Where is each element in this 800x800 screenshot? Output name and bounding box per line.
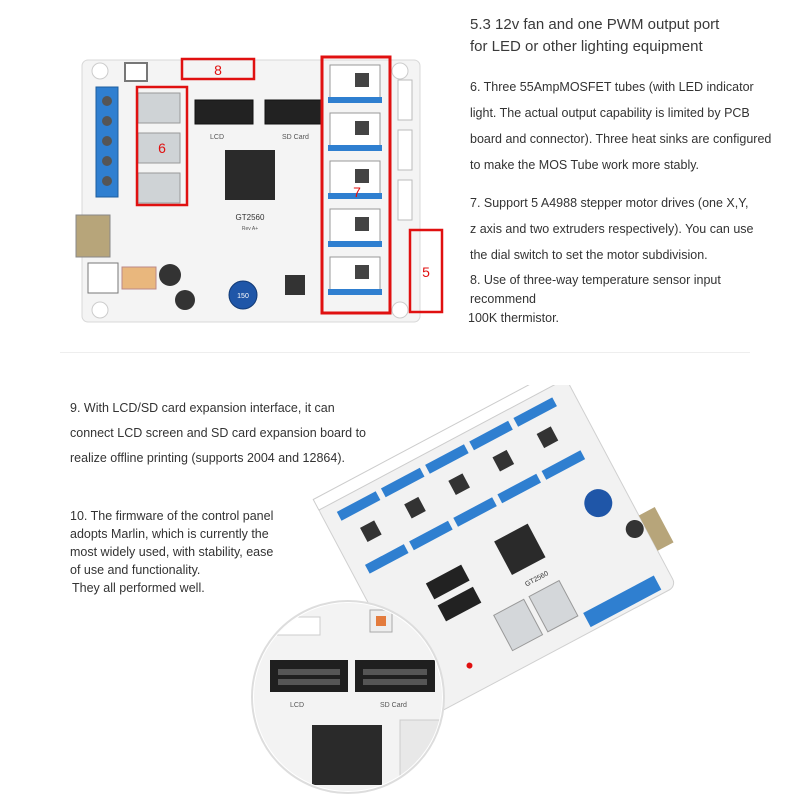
feature-9-line3: realize offline printing (supports 2004 … (70, 451, 345, 465)
feature-7-line3: the dial switch to set the motor subdivi… (470, 248, 708, 262)
callout-6-box (135, 85, 189, 207)
feature-10-line1: 10. The firmware of the control panel (70, 509, 274, 523)
callout-7-label: 7 (353, 184, 361, 200)
feature-6-line4: to make the MOS Tube work more stably. (470, 158, 700, 172)
feature-6-line1: 6. Three 55AmpMOSFET tubes (with LED ind… (470, 80, 754, 94)
magnified-chip (312, 725, 382, 785)
feature-10-line3: most widely used, with stability, ease (70, 545, 274, 559)
board-rev: Rev A+ (242, 226, 258, 232)
main-chip (225, 150, 275, 200)
bottom-power-terminal (583, 575, 662, 628)
stepper-driver-slots (328, 64, 382, 295)
bottom-board-image: GT2560 LCD SD Card (251, 385, 675, 794)
usb-port (75, 214, 111, 258)
feature-7-line1: 7. Support 5 A4988 stepper motor drives … (470, 196, 749, 210)
feature-8-line3: 100K thermistor. (468, 311, 560, 325)
inductor-label: 150 (237, 293, 249, 300)
top-board-image: LCD SD Card GT2560 Rev A+ 150 8 6 7 5 (75, 55, 444, 323)
feature-8-line2: recommend (470, 292, 536, 306)
sd-header (264, 99, 324, 125)
bottom-usb (638, 507, 674, 551)
bottom-inductor (584, 489, 613, 518)
sd-silk: SD Card (282, 134, 309, 141)
callout-8-box (180, 57, 256, 81)
feature-9-line1: 9. With LCD/SD card expansion interface,… (70, 401, 335, 415)
magnified-lcd-silk: LCD (290, 702, 304, 709)
magnified-sd-silk: SD Card (380, 702, 407, 709)
feature-10-line4: of use and functionality. (70, 563, 201, 577)
inductor (228, 280, 258, 310)
feature-6-line2: light. The actual output capability is l… (470, 106, 750, 120)
bottom-main-chip (494, 523, 546, 576)
magnified-sd-header (355, 660, 435, 692)
board-name: GT2560 (236, 213, 265, 222)
bottom-stepper-slots (336, 397, 586, 574)
feature-10-line5: They all performed well. (72, 581, 205, 595)
callout-5-label: 5 (422, 264, 430, 280)
magnified-lcd-header (270, 660, 348, 692)
section-divider (60, 352, 750, 353)
callout-6-label: 6 (158, 140, 166, 156)
lcd-silk: LCD (210, 134, 224, 141)
feature-7-line2: z axis and two extruders respectively). … (470, 222, 754, 236)
geeetech-logo (124, 62, 148, 82)
feature-5-heading-line2: for LED or other lighting equipment (470, 38, 703, 55)
callout-8-label: 8 (214, 62, 222, 78)
feature-8-line1: 8. Use of three-way temperature sensor i… (470, 273, 721, 287)
callout-7-box (320, 55, 392, 315)
feature-9-line2: connect LCD screen and SD card expansion… (70, 426, 367, 440)
feature-5-heading-line1: 5.3 12v fan and one PWM output port (470, 16, 720, 33)
feature-10-line2: adopts Marlin, which is currently the (70, 527, 269, 541)
callout-5-box (408, 228, 444, 314)
feature-6-line3: board and connector). Three heat sinks a… (470, 132, 772, 146)
power-jack (87, 262, 119, 294)
lcd-header (194, 99, 254, 125)
